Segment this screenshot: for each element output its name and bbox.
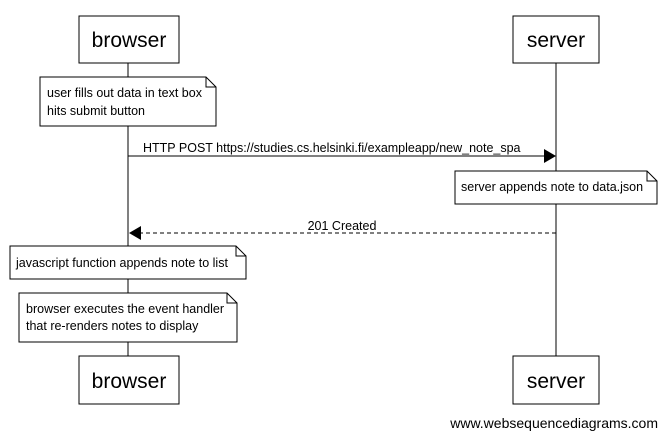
note-user-input-line-1: user fills out data in text box (47, 86, 203, 100)
note-server-append-line-1: server appends note to data.json (461, 180, 643, 194)
message-created: 201 Created (129, 219, 556, 240)
participant-browser-bottom-label: browser (92, 370, 167, 393)
note-server-append: server appends note to data.json (454, 170, 658, 205)
note-event-handler-line-1: browser executes the event handler (26, 302, 224, 316)
note-event-handler-line-2: that re-renders notes to display (26, 319, 199, 333)
message-created-label: 201 Created (308, 219, 377, 233)
note-event-handler: browser executes the event handler that … (18, 292, 238, 343)
participant-browser-bottom: browser (78, 355, 180, 405)
message-post-label: HTTP POST https://studies.cs.helsinki.fi… (143, 141, 521, 155)
participant-server-bottom: server (512, 355, 600, 405)
message-post: HTTP POST https://studies.cs.helsinki.fi… (128, 141, 556, 163)
note-user-input: user fills out data in text box hits sub… (39, 76, 217, 127)
participant-browser-top: browser (78, 15, 180, 64)
participant-server-label: server (527, 29, 585, 52)
note-user-input-line-2: hits submit button (47, 104, 145, 118)
note-js-append-line-1: javascript function appends note to list (15, 256, 228, 270)
participant-server-top: server (512, 15, 600, 64)
participant-browser-label: browser (92, 29, 167, 52)
note-js-append: javascript function appends note to list (9, 245, 247, 280)
watermark-text: www.websequencediagrams.com (449, 415, 658, 431)
participant-server-bottom-label: server (527, 370, 585, 393)
